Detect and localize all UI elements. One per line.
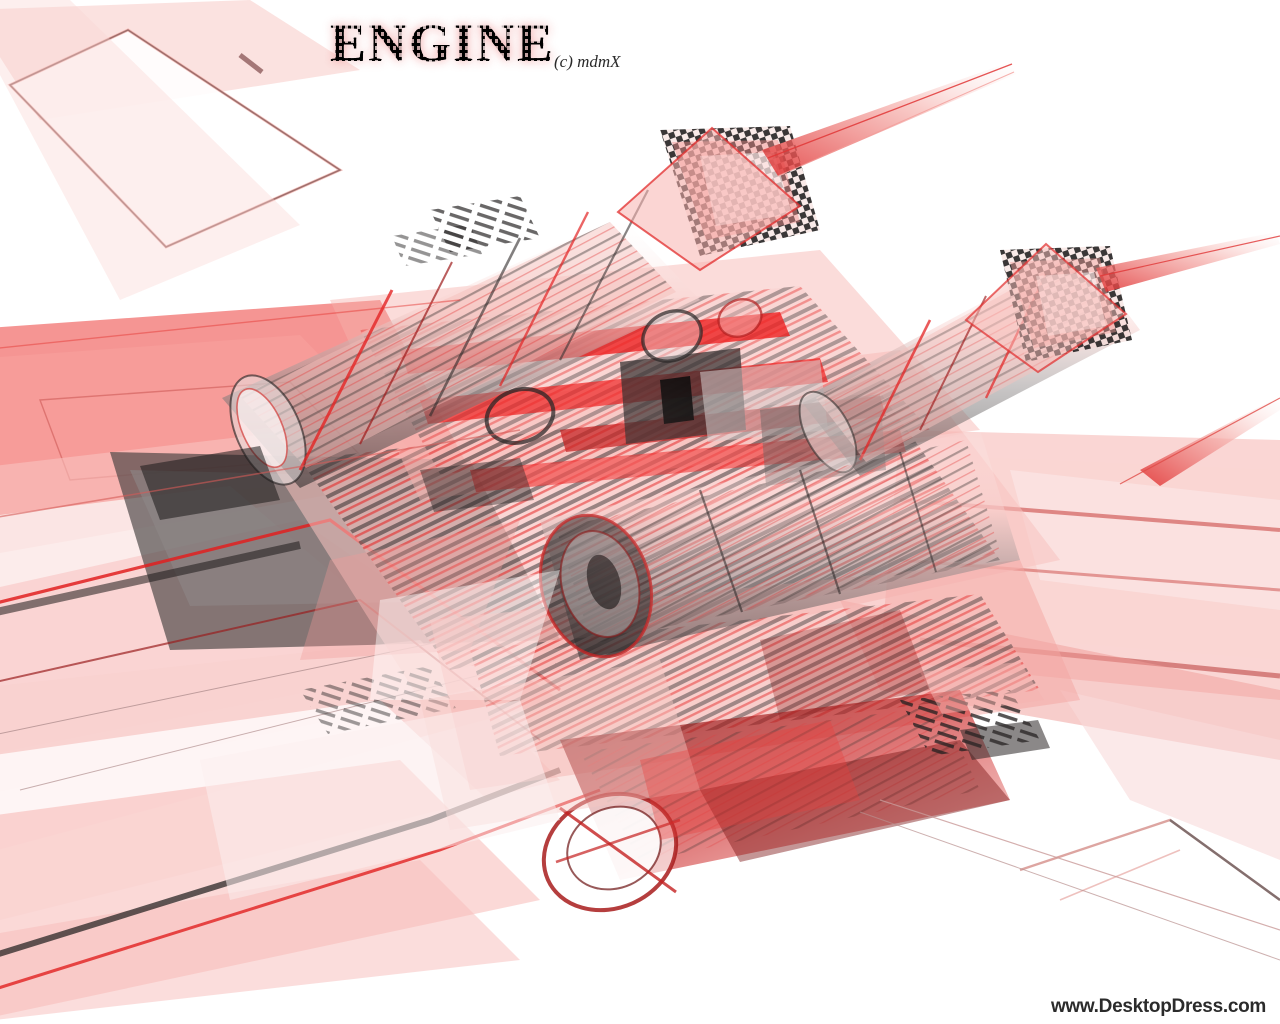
left-nacelle [222, 62, 1016, 488]
right-nacelle [798, 232, 1280, 476]
lower-ring [541, 690, 1280, 961]
upper-panel [0, 0, 360, 300]
vent-fins [300, 662, 1050, 760]
foreground-shards [0, 299, 930, 900]
